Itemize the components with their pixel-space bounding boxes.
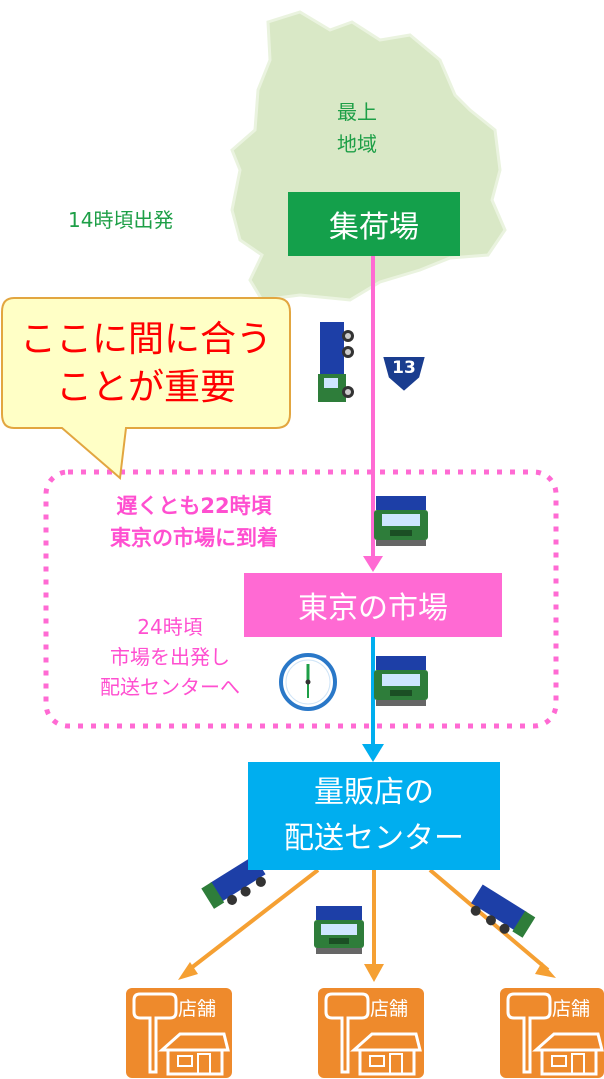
- center-line1: 量販店の: [314, 775, 434, 810]
- market-departure-note: 24時頃 市場を出発し 配送センターへ: [70, 612, 270, 702]
- collection-point-box: 集荷場: [288, 192, 460, 256]
- callout-bubble: [1, 297, 291, 480]
- truck-icon: [318, 322, 354, 402]
- truck-front-icon: [314, 906, 364, 954]
- arrival-group-frame: [43, 469, 559, 729]
- store-icon: [318, 988, 424, 1078]
- route-arrowhead-center: [362, 744, 384, 762]
- center-line2: 配送センター: [284, 821, 464, 856]
- arrival-note: 遅くとも22時頃 東京の市場に到着: [58, 490, 330, 554]
- departure-note: 14時頃出発: [68, 208, 174, 232]
- arrival-note-line2: 東京の市場に到着: [110, 526, 278, 550]
- clock-icon: [279, 653, 337, 711]
- market-departure-line2: 市場を出発し: [110, 645, 230, 669]
- callout-line1: ここに間に合う: [19, 319, 272, 360]
- truck-icon: [470, 884, 536, 938]
- region-label: 最上 地域: [332, 96, 382, 160]
- route-arrowhead-market: [363, 556, 383, 572]
- callout-line2: ことが重要: [55, 367, 236, 408]
- store-icon: [126, 988, 232, 1078]
- region-label-line1: 最上: [337, 100, 377, 124]
- callout-text: ここに間に合う ことが重要: [4, 316, 288, 412]
- store-icon: [500, 988, 604, 1078]
- store-label: 店舗: [552, 998, 591, 1020]
- truck-front-icon: [374, 496, 428, 546]
- region-label-line2: 地域: [337, 132, 377, 156]
- market-departure-line3: 配送センターへ: [100, 675, 240, 699]
- truck-front-icon: [374, 656, 428, 706]
- store-label: 店舗: [370, 998, 409, 1020]
- store-label: 店舗: [178, 998, 217, 1020]
- route-number: 13: [392, 358, 416, 378]
- distribution-center-box: 量販店の 配送センター: [248, 762, 500, 870]
- route-13-badge: [380, 355, 428, 394]
- arrival-note-line1: 遅くとも22時頃: [116, 494, 272, 518]
- market-departure-line1: 24時頃: [137, 615, 203, 639]
- tokyo-market-box: 東京の市場: [244, 573, 502, 637]
